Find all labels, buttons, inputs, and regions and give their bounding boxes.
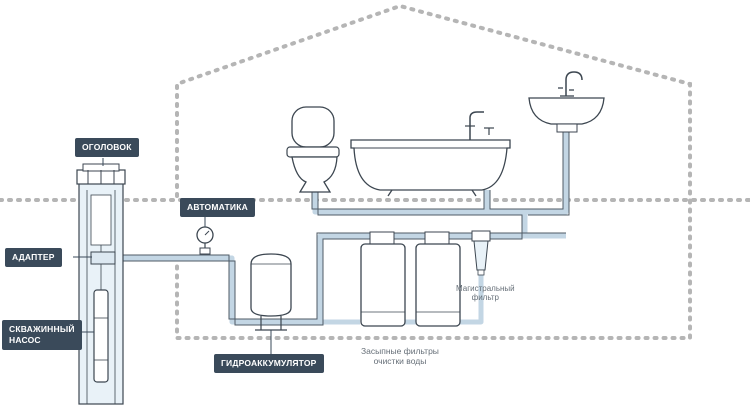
adapter — [90, 251, 116, 265]
main-filter-caption: Магистральный фильтр — [456, 284, 515, 302]
media-filter-1 — [360, 231, 406, 327]
bathtub — [350, 111, 511, 197]
accumulator-label: ГИДРОАККУМУЛЯТОР — [214, 354, 324, 373]
pump-label: СКВАЖИННЫЙ НАСОС — [2, 320, 82, 350]
media-filters-caption-line2: очистки воды — [373, 356, 427, 366]
main-line-filter — [471, 230, 491, 276]
head-label: ОГОЛОВОК — [75, 138, 139, 157]
pipe-edges — [118, 132, 570, 326]
media-filter-2 — [415, 231, 461, 327]
media-filters-caption-line1: Засыпные фильтры — [361, 346, 439, 356]
sink — [528, 71, 605, 133]
house-outline — [175, 3, 692, 340]
submersible-pump — [93, 289, 109, 383]
pressure-gauge — [196, 226, 214, 255]
hydro-accumulator — [250, 253, 292, 331]
main-filter-caption-line1: Магистральный — [456, 284, 515, 293]
water-pipes — [118, 132, 569, 325]
well-head-cap — [76, 163, 126, 185]
pump-label-line1: СКВАЖИННЫЙ — [9, 324, 75, 334]
toilet — [286, 106, 340, 193]
main-filter-caption-line2: фильтр — [471, 293, 499, 302]
adapter-label: АДАПТЕР — [5, 248, 62, 267]
automation-label: АВТОМАТИКА — [180, 198, 255, 217]
media-filters-caption: Засыпные фильтры очистки воды — [361, 346, 439, 366]
pump-label-line2: НАСОС — [9, 335, 41, 345]
